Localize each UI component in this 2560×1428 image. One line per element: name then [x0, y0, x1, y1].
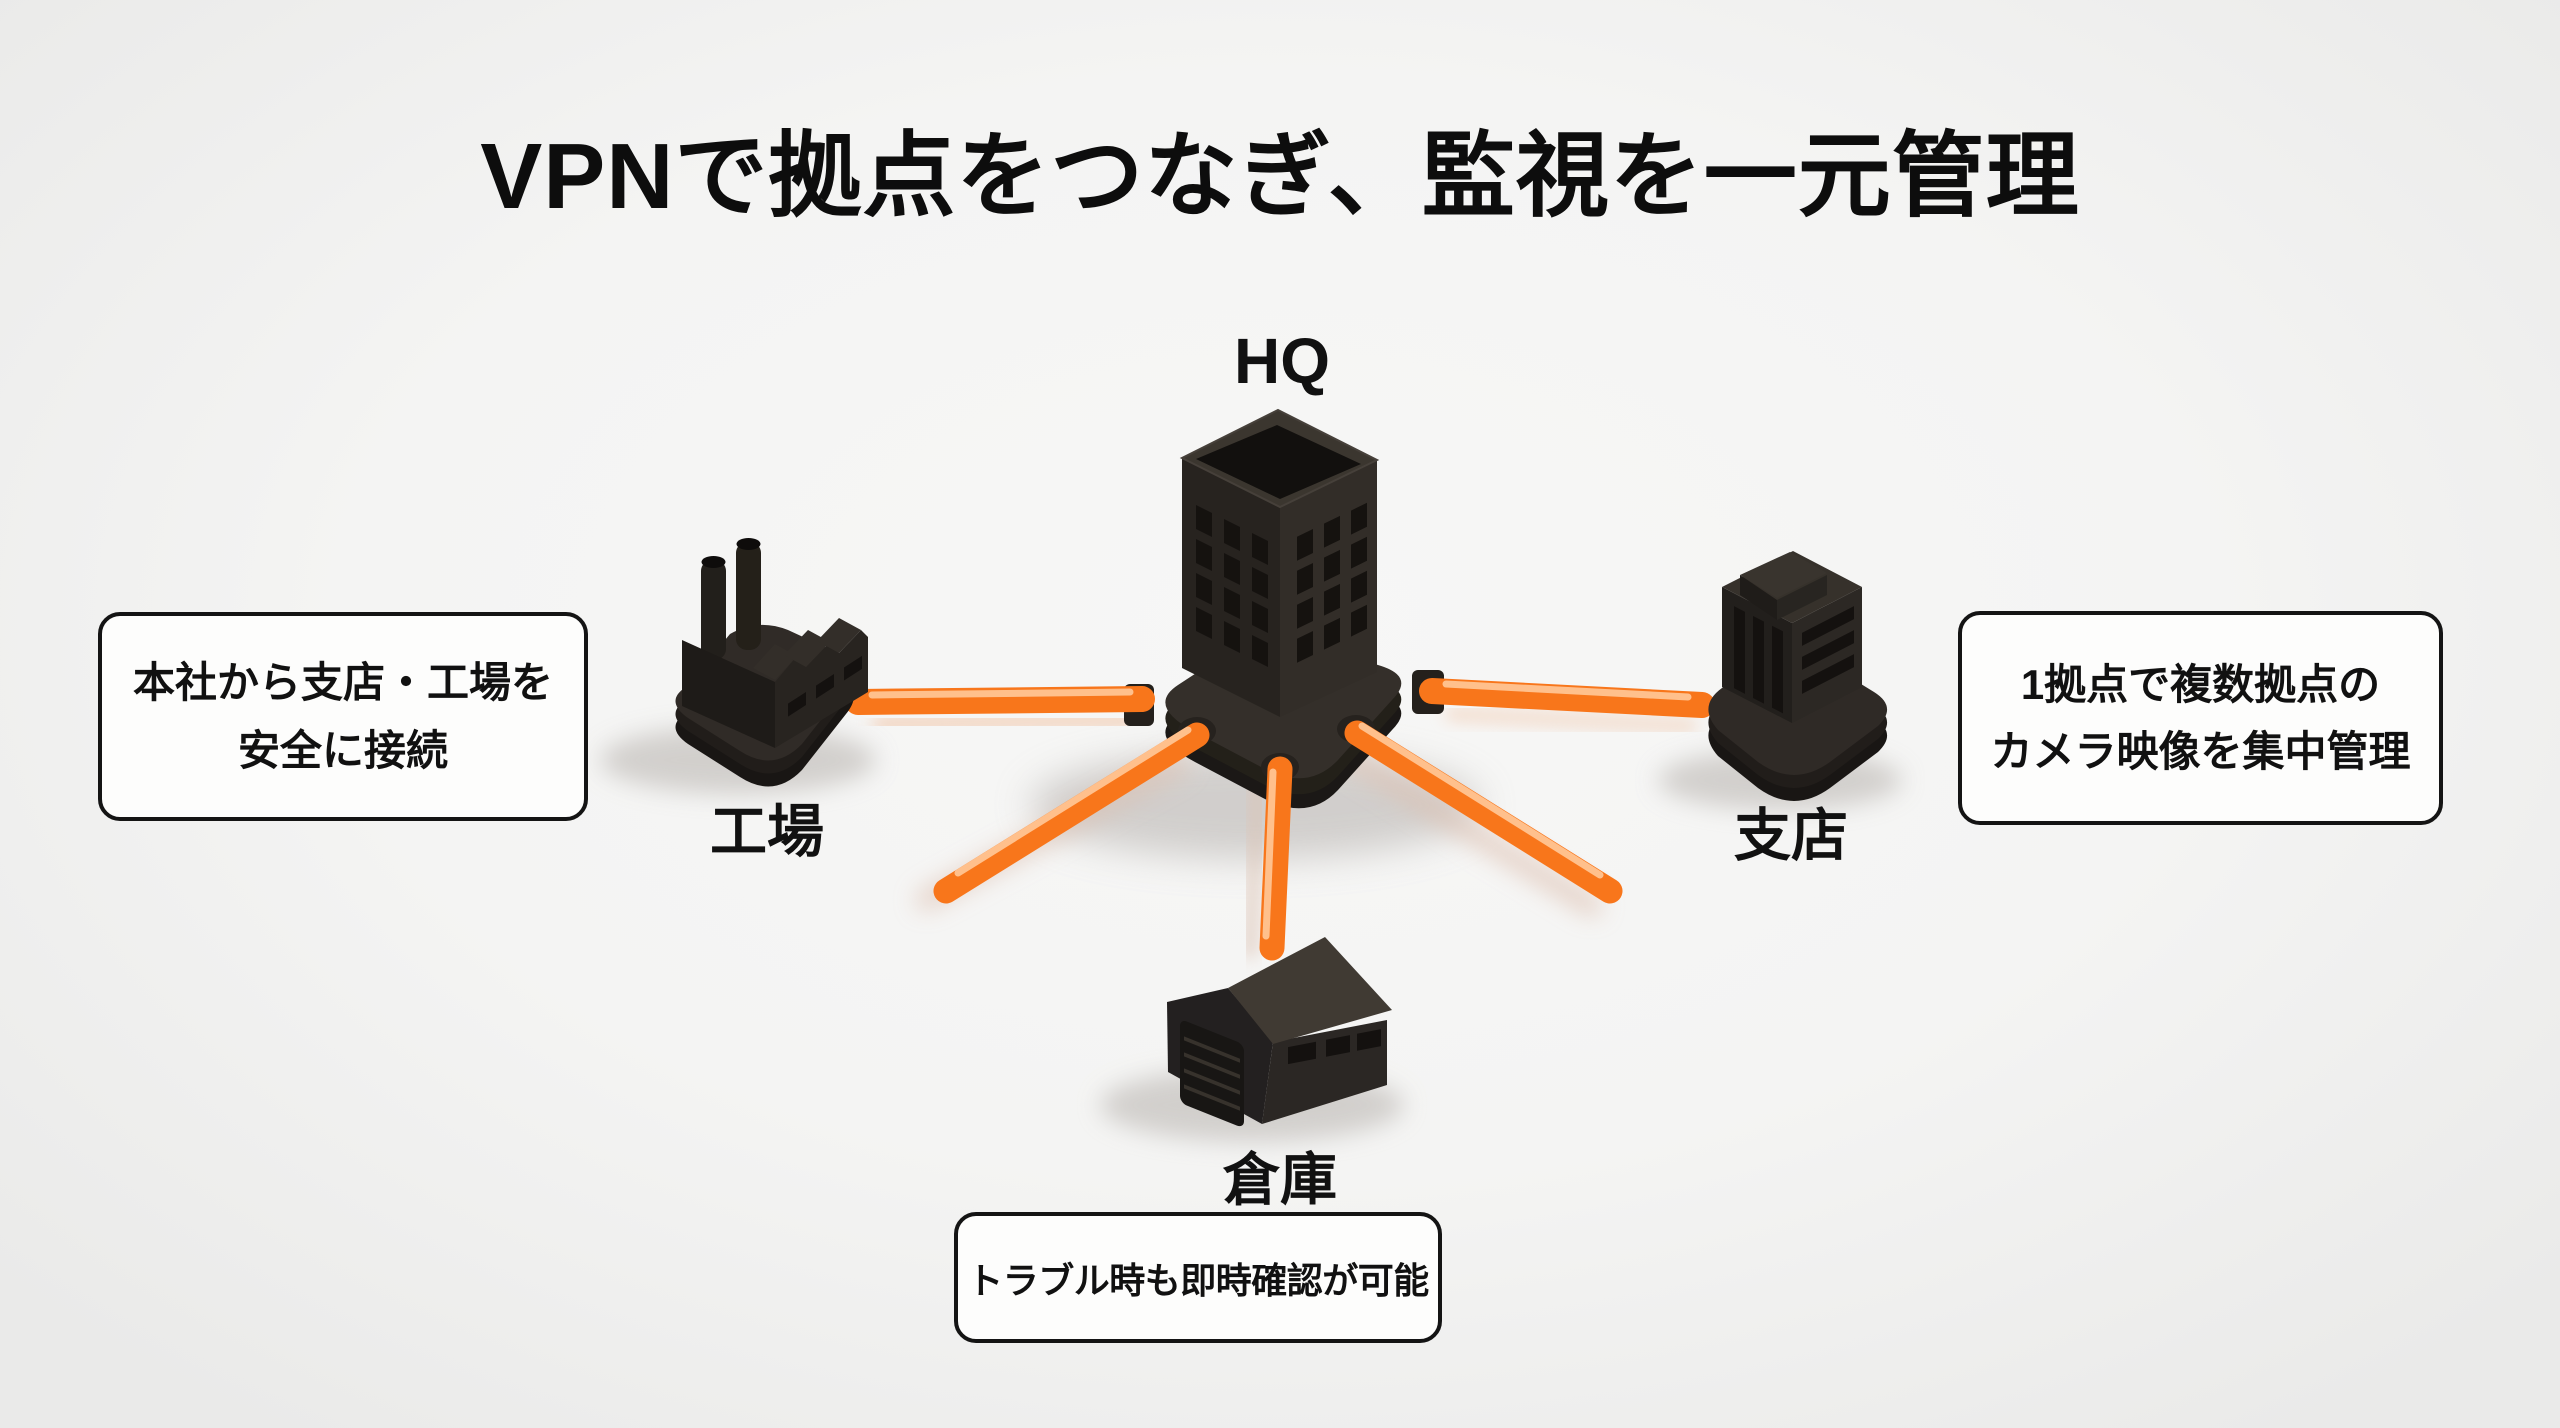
branch-building-icon	[1708, 551, 1888, 801]
factory-chimney	[736, 542, 761, 650]
factory-windows	[788, 655, 862, 717]
vpn-cable-warehouse	[1259, 756, 1293, 961]
callout-text: 本社から支店・工場を	[132, 659, 553, 707]
page-title: VPNで拠点をつなぎ、監視を一元管理	[480, 124, 2080, 228]
hq-windows-right	[1297, 502, 1367, 663]
branch-windows-left	[1734, 606, 1783, 714]
callout-text: 1拠点で複数拠点の	[2020, 660, 2381, 708]
vpn-cable-branch	[1419, 678, 1715, 718]
callout-text: カメラ映像を集中管理	[1990, 728, 2411, 775]
factory-icon	[675, 538, 868, 787]
hq-windows-left	[1196, 505, 1268, 667]
vpn-cable-right-run	[1344, 720, 1623, 904]
vpn-cable-left-run	[933, 722, 1210, 904]
callout-instant-check: トラブル時も即時確認が可能	[954, 1212, 1442, 1343]
warehouse-label: 倉庫	[1223, 1148, 1337, 1212]
callout-text: 安全に接続	[237, 726, 448, 774]
callout-secure-connection: 本社から支店・工場を 安全に接続	[98, 612, 588, 821]
factory-chimney	[701, 560, 726, 660]
hq-label: HQ	[1234, 325, 1330, 397]
warehouse-windows	[1288, 1029, 1381, 1065]
hq-building-icon	[1179, 408, 1380, 717]
factory-label: 工場	[710, 800, 824, 864]
callout-central-management: 1拠点で複数拠点の カメラ映像を集中管理	[1958, 611, 2443, 825]
branch-windows-right	[1802, 606, 1854, 694]
branch-label: 支店	[1734, 804, 1848, 868]
callout-text: トラブル時も即時確認が可能	[967, 1259, 1429, 1301]
warehouse-icon	[1167, 937, 1392, 1127]
vpn-cable-factory	[845, 686, 1155, 715]
warehouse-shutter	[1180, 1021, 1244, 1127]
